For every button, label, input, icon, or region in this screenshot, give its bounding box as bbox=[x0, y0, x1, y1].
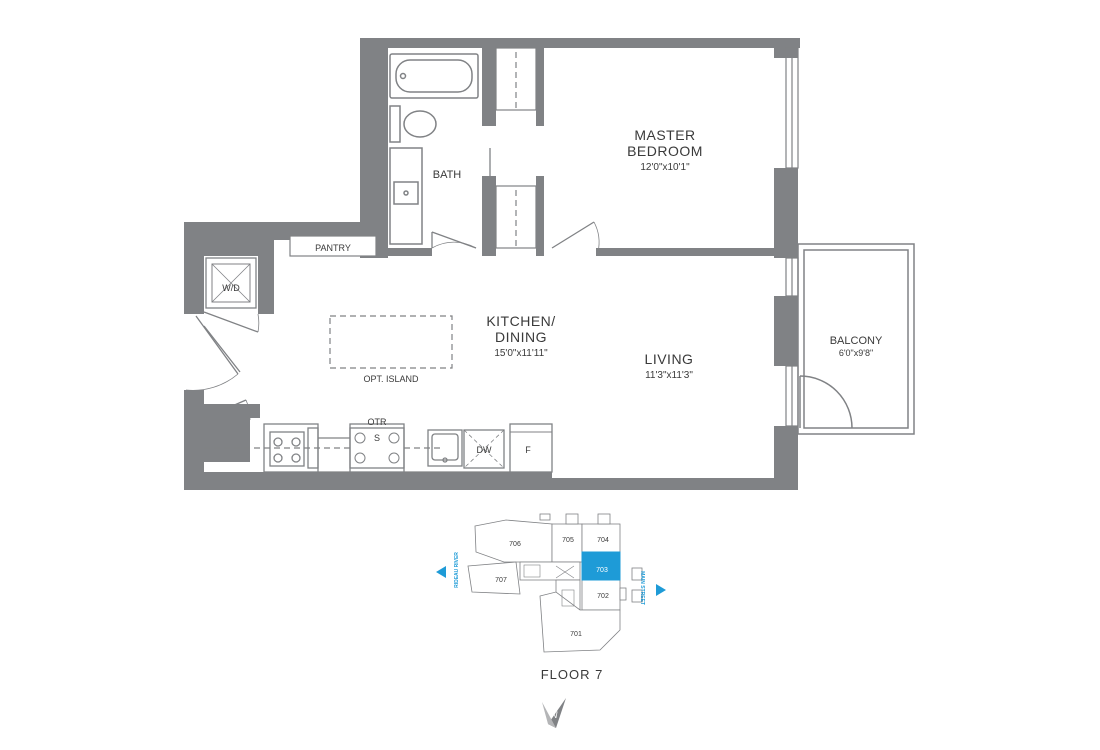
vanity-sink bbox=[389, 147, 423, 245]
otr-label: OTR bbox=[368, 417, 387, 427]
pantry-label: PANTRY bbox=[315, 243, 351, 253]
key-plan-core bbox=[523, 564, 575, 607]
fridge-label: F bbox=[525, 445, 531, 455]
toilet bbox=[389, 105, 437, 143]
bathtub bbox=[389, 53, 479, 99]
master-bedroom-label: MASTER bbox=[634, 127, 695, 143]
balcony-outline bbox=[797, 243, 915, 435]
unit-705-label: 705 bbox=[562, 537, 574, 544]
dishwasher: DW bbox=[463, 429, 505, 469]
opt-island: OPT. ISLAND bbox=[329, 315, 453, 384]
right-street-label: MAIN STREET bbox=[639, 571, 645, 605]
unit-floor-plan: PANTRY W/D OPT. ISLAND bbox=[184, 38, 915, 490]
doors bbox=[185, 148, 600, 421]
unit-704-label: 704 bbox=[597, 537, 609, 544]
fridge: F bbox=[509, 423, 553, 473]
bath-label: BATH bbox=[433, 169, 462, 181]
floor-title: FLOOR 7 bbox=[541, 667, 604, 682]
stove-label: S bbox=[374, 433, 380, 443]
wd-label: W/D bbox=[222, 283, 240, 293]
unit-706-label: 706 bbox=[509, 541, 521, 548]
kitchen-sink bbox=[427, 429, 463, 467]
living-label: LIVING bbox=[645, 351, 694, 367]
compass-label: N bbox=[551, 710, 558, 720]
unit-707-label: 707 bbox=[495, 577, 507, 584]
kitchen-dining-dims: 15'0"x11'11" bbox=[494, 348, 548, 359]
kitchen-dining-label-2: DINING bbox=[495, 329, 547, 345]
north-compass-icon: N bbox=[542, 698, 566, 728]
balcony-label: BALCONY bbox=[830, 335, 883, 347]
dw-label: DW bbox=[477, 445, 492, 455]
pantry: PANTRY bbox=[289, 235, 377, 257]
exterior-walls bbox=[184, 38, 800, 490]
key-plan: 706 705 704 707 703 702 701 RIDEAU RIVER… bbox=[436, 513, 666, 728]
unit-702-label: 702 bbox=[597, 593, 609, 600]
kitchen-dining-label: KITCHEN/ bbox=[486, 313, 555, 329]
washer-dryer: W/D bbox=[205, 257, 257, 309]
unit-703-label: 703 bbox=[596, 567, 608, 574]
master-bedroom-dims: 12'0"x10'1" bbox=[640, 162, 690, 173]
right-arrow-icon bbox=[656, 584, 666, 596]
unit-701-label: 701 bbox=[570, 631, 582, 638]
master-bedroom-label-2: BEDROOM bbox=[627, 143, 703, 159]
closets bbox=[495, 47, 544, 249]
balcony-dims: 6'0"x9'8" bbox=[839, 348, 873, 358]
stove: OTR S bbox=[349, 417, 405, 469]
living-dims: 11'3"x11'3" bbox=[645, 370, 693, 381]
key-plan-building bbox=[467, 513, 643, 653]
key-plan-highlight-703 bbox=[581, 551, 621, 581]
left-arrow-icon bbox=[436, 566, 446, 578]
opt-island-label: OPT. ISLAND bbox=[363, 374, 419, 384]
left-street-label: RIDEAU RIVER bbox=[454, 552, 460, 588]
